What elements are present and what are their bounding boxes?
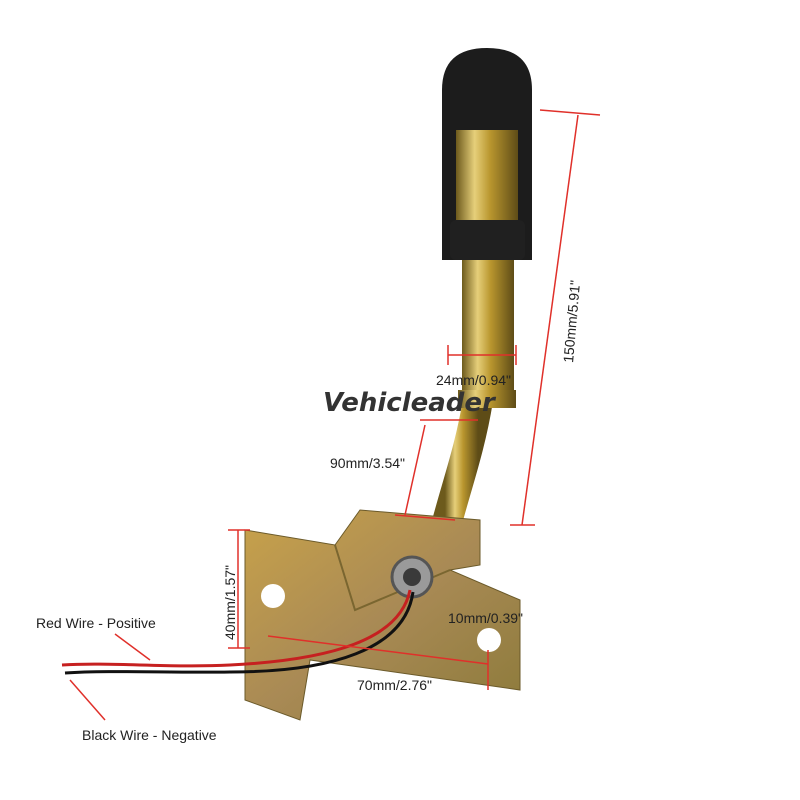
brass-tube [462, 250, 514, 400]
bracket-height-label: 40mm/1.57" [222, 564, 238, 640]
black-wire-label: Black Wire - Negative [82, 727, 217, 743]
bent-tube [430, 397, 493, 534]
dimension-lines [69, 109, 601, 721]
bracket [244, 509, 521, 721]
bend-length-label: 90mm/3.54" [330, 455, 406, 471]
red-wire [61, 589, 412, 668]
black-wire [64, 591, 415, 675]
brand-logo: Vehicleader [323, 388, 495, 418]
red-wire-label: Red Wire - Positive [36, 615, 156, 631]
tube-diameter-label: 24mm/0.94" [436, 372, 512, 388]
hole-diameter-label: 10mm/0.39" [448, 610, 524, 626]
bracket-width-label: 70mm/2.76" [357, 677, 433, 693]
